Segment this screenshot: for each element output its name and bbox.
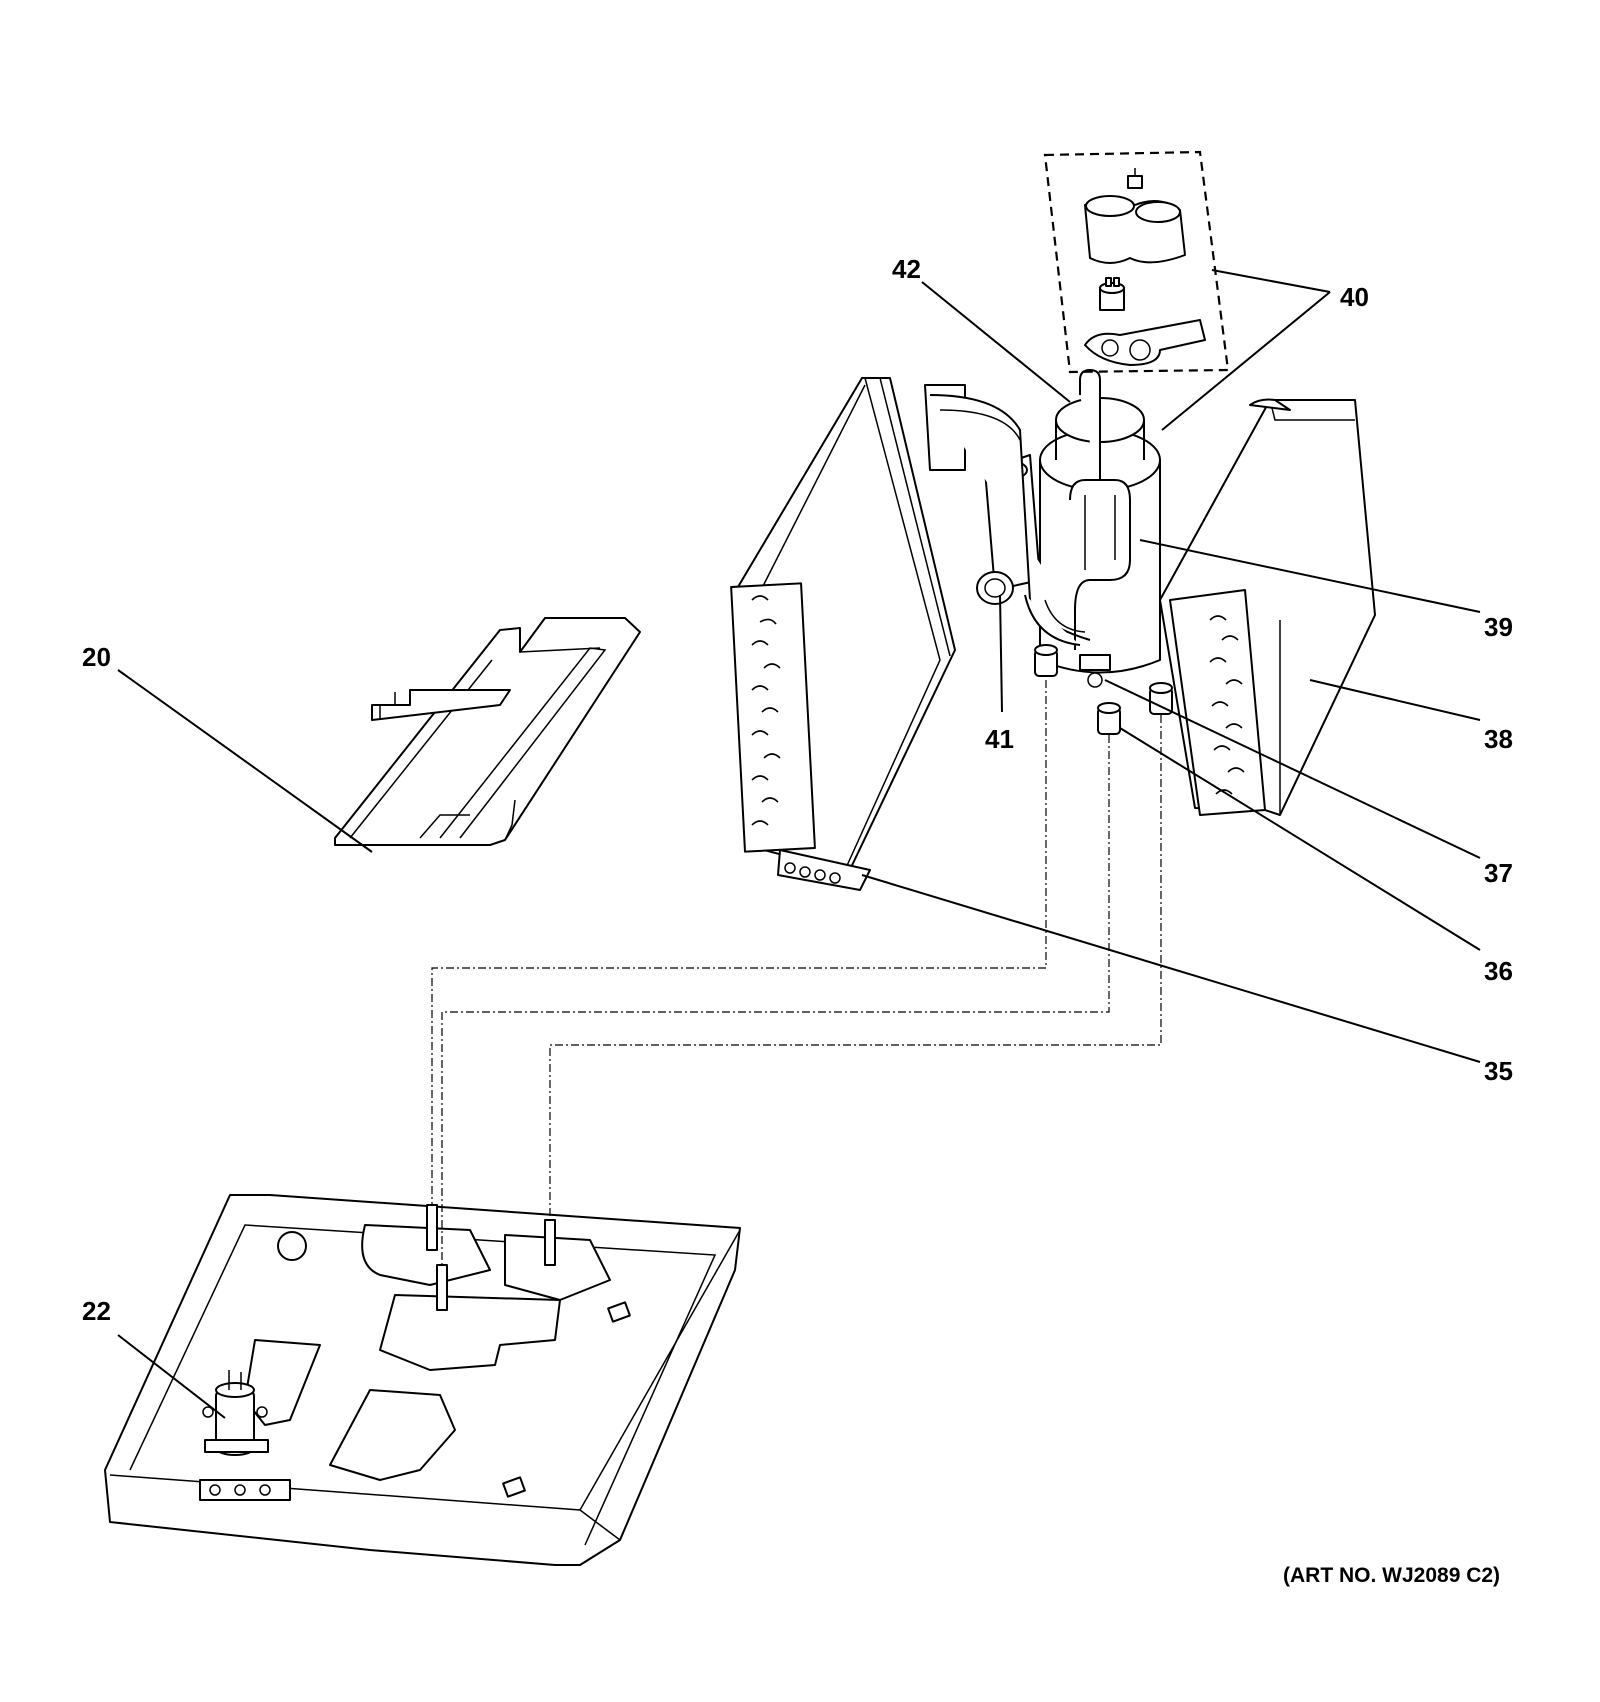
part-42-refrigerant-tubing	[929, 369, 1131, 688]
callout-38: 38	[1484, 724, 1513, 754]
part-22-capacitor	[199, 1370, 291, 1501]
kit-gasket	[1084, 319, 1206, 366]
leader-41	[999, 594, 1003, 713]
leader-42	[921, 281, 1071, 403]
grommet-left	[1034, 644, 1058, 677]
callout-20: 20	[82, 642, 111, 672]
leader-lines	[117, 269, 1481, 1419]
part-20-air-guide	[334, 617, 641, 846]
base-pan	[104, 1194, 741, 1566]
leader-38	[1309, 679, 1481, 721]
kit-terminal-block	[1099, 277, 1125, 311]
leader-37	[1104, 679, 1481, 859]
callout-37: 37	[1484, 858, 1513, 888]
leader-40a	[1211, 269, 1331, 293]
callout-39: 39	[1484, 612, 1513, 642]
leader-36	[1119, 727, 1481, 951]
callout-labels: 20 22 35 36 37 38 39 40 41 42	[82, 254, 1513, 1326]
leader-40b	[1161, 291, 1331, 431]
kit-cover	[1084, 195, 1186, 264]
callout-41: 41	[985, 724, 1014, 754]
callout-40: 40	[1340, 282, 1369, 312]
art-number: (ART NO. WJ2089 C2)	[1283, 1564, 1500, 1587]
condenser-return-bends	[1209, 615, 1245, 795]
leader-20	[117, 669, 373, 853]
part-37-grommet	[1149, 682, 1173, 715]
part-38-condenser	[1159, 398, 1376, 816]
part-35-coil	[730, 377, 966, 891]
callout-35: 35	[1484, 1056, 1513, 1086]
leader-22	[117, 1334, 226, 1419]
kit-nut	[1127, 168, 1143, 189]
callout-36: 36	[1484, 956, 1513, 986]
leader-35	[861, 874, 1481, 1063]
callout-42: 42	[892, 254, 921, 284]
coil-return-bends	[751, 595, 781, 826]
part-36-grommet	[1097, 702, 1121, 735]
alignment-lines	[431, 680, 1162, 1265]
callout-22: 22	[82, 1296, 111, 1326]
leader-39	[1139, 539, 1481, 613]
part-40-mounting-kit	[1043, 150, 1230, 374]
